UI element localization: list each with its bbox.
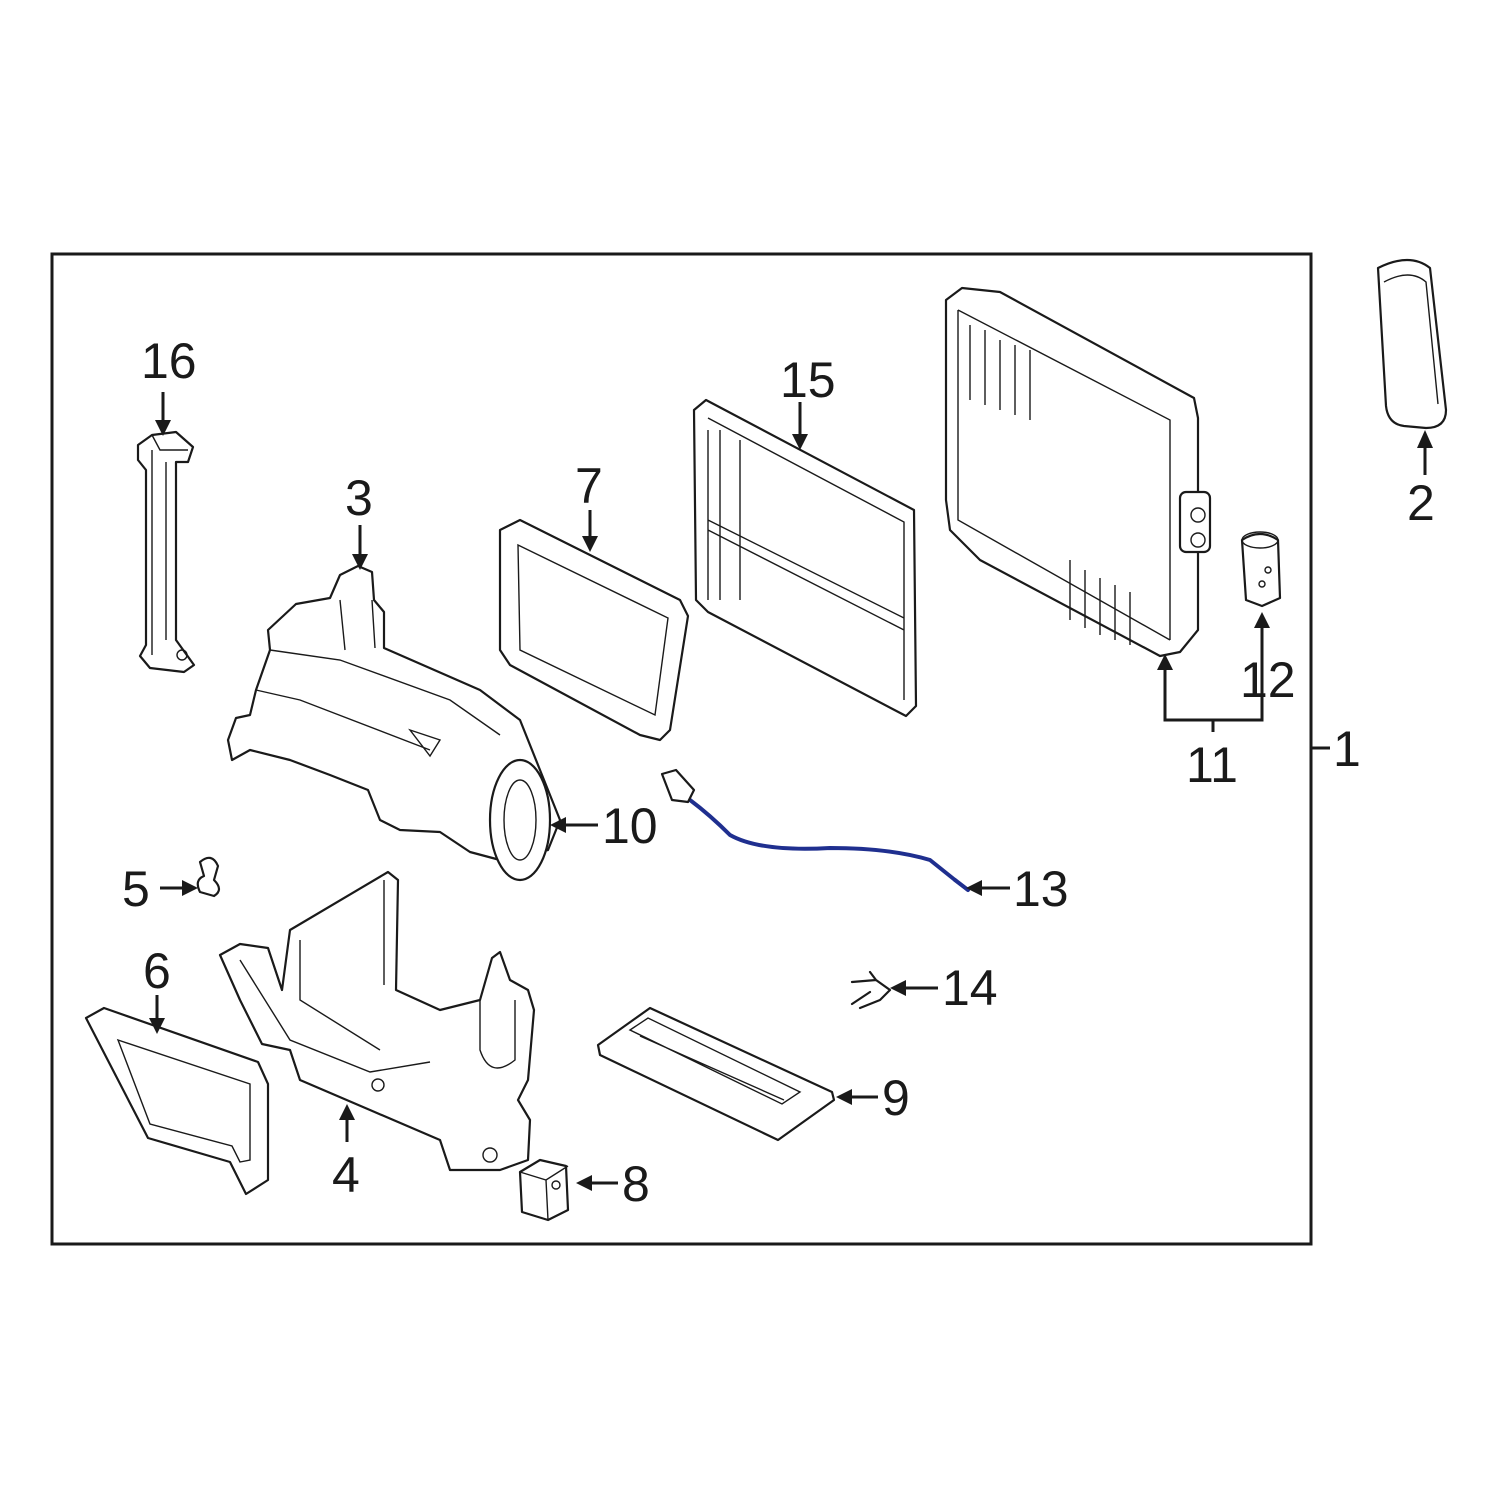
callout-11-arrowhead <box>1157 654 1173 670</box>
callout-15-arrowhead <box>792 434 808 450</box>
callout-6: 6 <box>143 943 171 999</box>
callout-4: 4 <box>332 1147 360 1203</box>
part-5-clip[interactable] <box>196 856 221 898</box>
callout-11: 11 <box>1186 737 1238 793</box>
part-3-upper-case[interactable] <box>226 564 562 882</box>
callout-10: 10 <box>602 798 658 854</box>
callout-5-arrowhead <box>182 880 198 896</box>
part-12-valve[interactable] <box>1240 531 1282 608</box>
callout-4-arrowhead <box>339 1104 355 1120</box>
callout-8-arrowhead <box>576 1175 592 1191</box>
callout-2-arrowhead <box>1417 430 1433 448</box>
part-16-bracket[interactable] <box>136 430 196 674</box>
callout-16: 16 <box>141 333 197 389</box>
callout-5: 5 <box>122 861 150 917</box>
part-7-seal[interactable] <box>498 518 690 742</box>
callout-13: 13 <box>1013 861 1069 917</box>
part-2-cover[interactable] <box>1376 258 1448 430</box>
callout-2: 2 <box>1407 475 1435 531</box>
part-8-grommet[interactable] <box>518 1158 570 1222</box>
part-9-seal[interactable] <box>596 1006 836 1142</box>
callout-3: 3 <box>345 470 373 526</box>
part-6-seal[interactable] <box>84 1006 270 1196</box>
callout-6-arrowhead <box>149 1018 165 1034</box>
callout-13-arrowhead <box>966 880 982 896</box>
callout-15: 15 <box>780 352 836 408</box>
callout-9: 9 <box>882 1070 910 1126</box>
callout-3-arrowhead <box>352 554 368 570</box>
callout-16-arrowhead <box>155 420 171 436</box>
part-11-evaporator[interactable] <box>944 286 1212 658</box>
callout-9-arrowhead <box>836 1089 852 1105</box>
callout-12: 12 <box>1240 652 1296 708</box>
callout-12-arrowhead <box>1254 612 1270 628</box>
callout-1: 1 <box>1333 721 1361 777</box>
part-4-lower-case[interactable] <box>218 870 536 1172</box>
callout-7-arrowhead <box>582 536 598 552</box>
callout-7: 7 <box>575 458 603 514</box>
part-14-clip[interactable] <box>850 970 892 1010</box>
callout-14-arrowhead <box>890 980 906 996</box>
part-15-filter[interactable] <box>692 398 918 718</box>
part-13-sensor[interactable] <box>660 768 970 892</box>
callout-8: 8 <box>622 1156 650 1212</box>
callout-10-arrowhead <box>550 817 566 833</box>
callout-14: 14 <box>942 960 998 1016</box>
